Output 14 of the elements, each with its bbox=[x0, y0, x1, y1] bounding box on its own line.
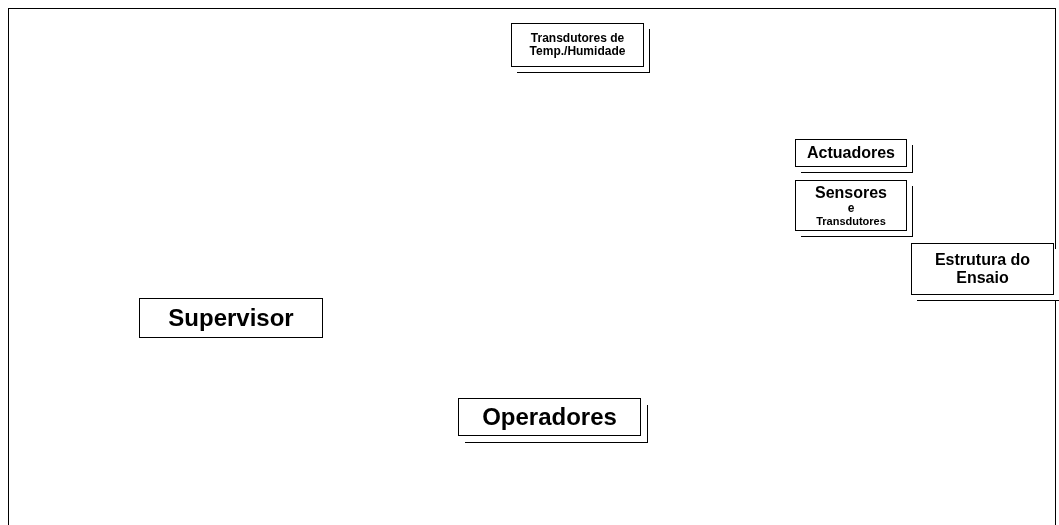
box-label: Sensores bbox=[814, 184, 887, 202]
label-box bbox=[139, 298, 323, 338]
box-label: Operadores bbox=[482, 403, 617, 431]
box-label: Transdutores bbox=[816, 214, 886, 227]
label-box bbox=[795, 180, 907, 231]
box-label: Actuadores bbox=[807, 144, 895, 162]
box-label: Transdutores de Temp./Humidade bbox=[528, 31, 627, 59]
box-label: Estrutura do Ensaio bbox=[933, 251, 1032, 287]
label-box bbox=[911, 243, 1054, 295]
label-box bbox=[795, 139, 907, 167]
box-label: e bbox=[847, 201, 855, 215]
label-box bbox=[511, 23, 644, 67]
box-label: Supervisor bbox=[168, 304, 294, 332]
label-box bbox=[458, 398, 641, 436]
